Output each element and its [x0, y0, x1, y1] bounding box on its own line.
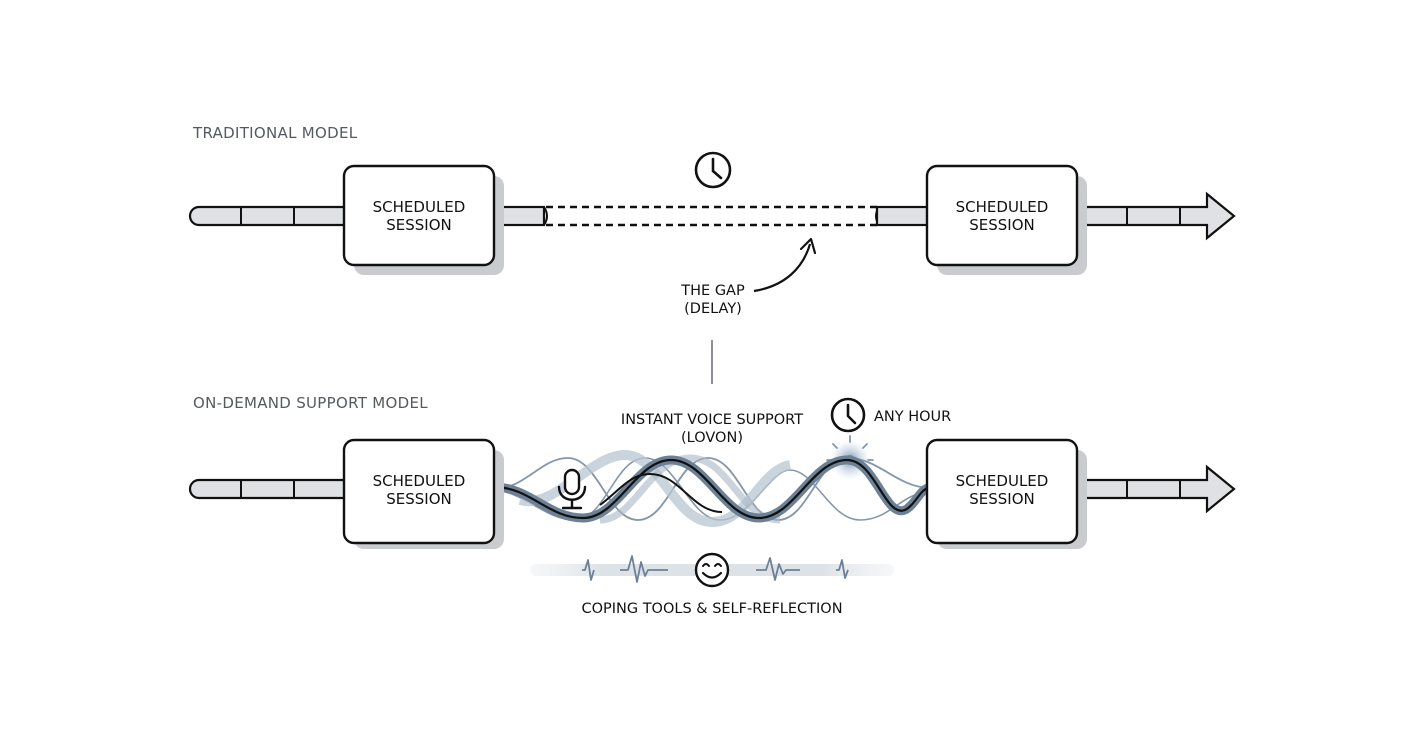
session-label-line2: SESSION [969, 216, 1035, 234]
voice-support-label-line2: (LOVON) [681, 430, 743, 446]
scheduled-session-box: SCHEDULED SESSION [925, 164, 1087, 275]
session-label-line1: SCHEDULED [373, 472, 466, 490]
traditional-model-label: TRADITIONAL MODEL [192, 124, 358, 142]
gap-label-line1: THE GAP [680, 283, 745, 299]
on-demand-model-label: ON-DEMAND SUPPORT MODEL [193, 394, 428, 412]
scheduled-session-box: SCHEDULED SESSION [342, 164, 504, 275]
scheduled-session-box: SCHEDULED SESSION [342, 438, 504, 549]
session-label-line1: SCHEDULED [956, 198, 1049, 216]
timeline-track-segment [875, 205, 931, 227]
coping-tools-label: COPING TOOLS & SELF-REFLECTION [581, 601, 842, 617]
gap-pointer-arrow [753, 237, 817, 293]
gap-label-line2: (DELAY) [684, 301, 742, 317]
voice-support-label-line1: INSTANT VOICE SUPPORT [621, 412, 803, 428]
clock-icon [694, 151, 732, 189]
gap-dashed-track [543, 205, 880, 227]
session-label-line2: SESSION [386, 490, 452, 508]
scheduled-session-box: SCHEDULED SESSION [925, 438, 1087, 549]
session-label-line1: SCHEDULED [373, 198, 466, 216]
pulse-line-icon [582, 555, 849, 583]
timeline-arrow-right [1074, 464, 1236, 514]
clock-icon [830, 397, 866, 433]
timeline-track-left [188, 478, 348, 500]
session-label-line1: SCHEDULED [956, 472, 1049, 490]
timeline-track-left [188, 205, 348, 227]
microphone-icon [557, 468, 587, 510]
timeline-arrow-right [1074, 191, 1236, 241]
smiley-icon [694, 552, 730, 588]
session-label-line2: SESSION [969, 490, 1035, 508]
any-hour-label: ANY HOUR [874, 409, 951, 425]
session-label-line2: SESSION [386, 216, 452, 234]
